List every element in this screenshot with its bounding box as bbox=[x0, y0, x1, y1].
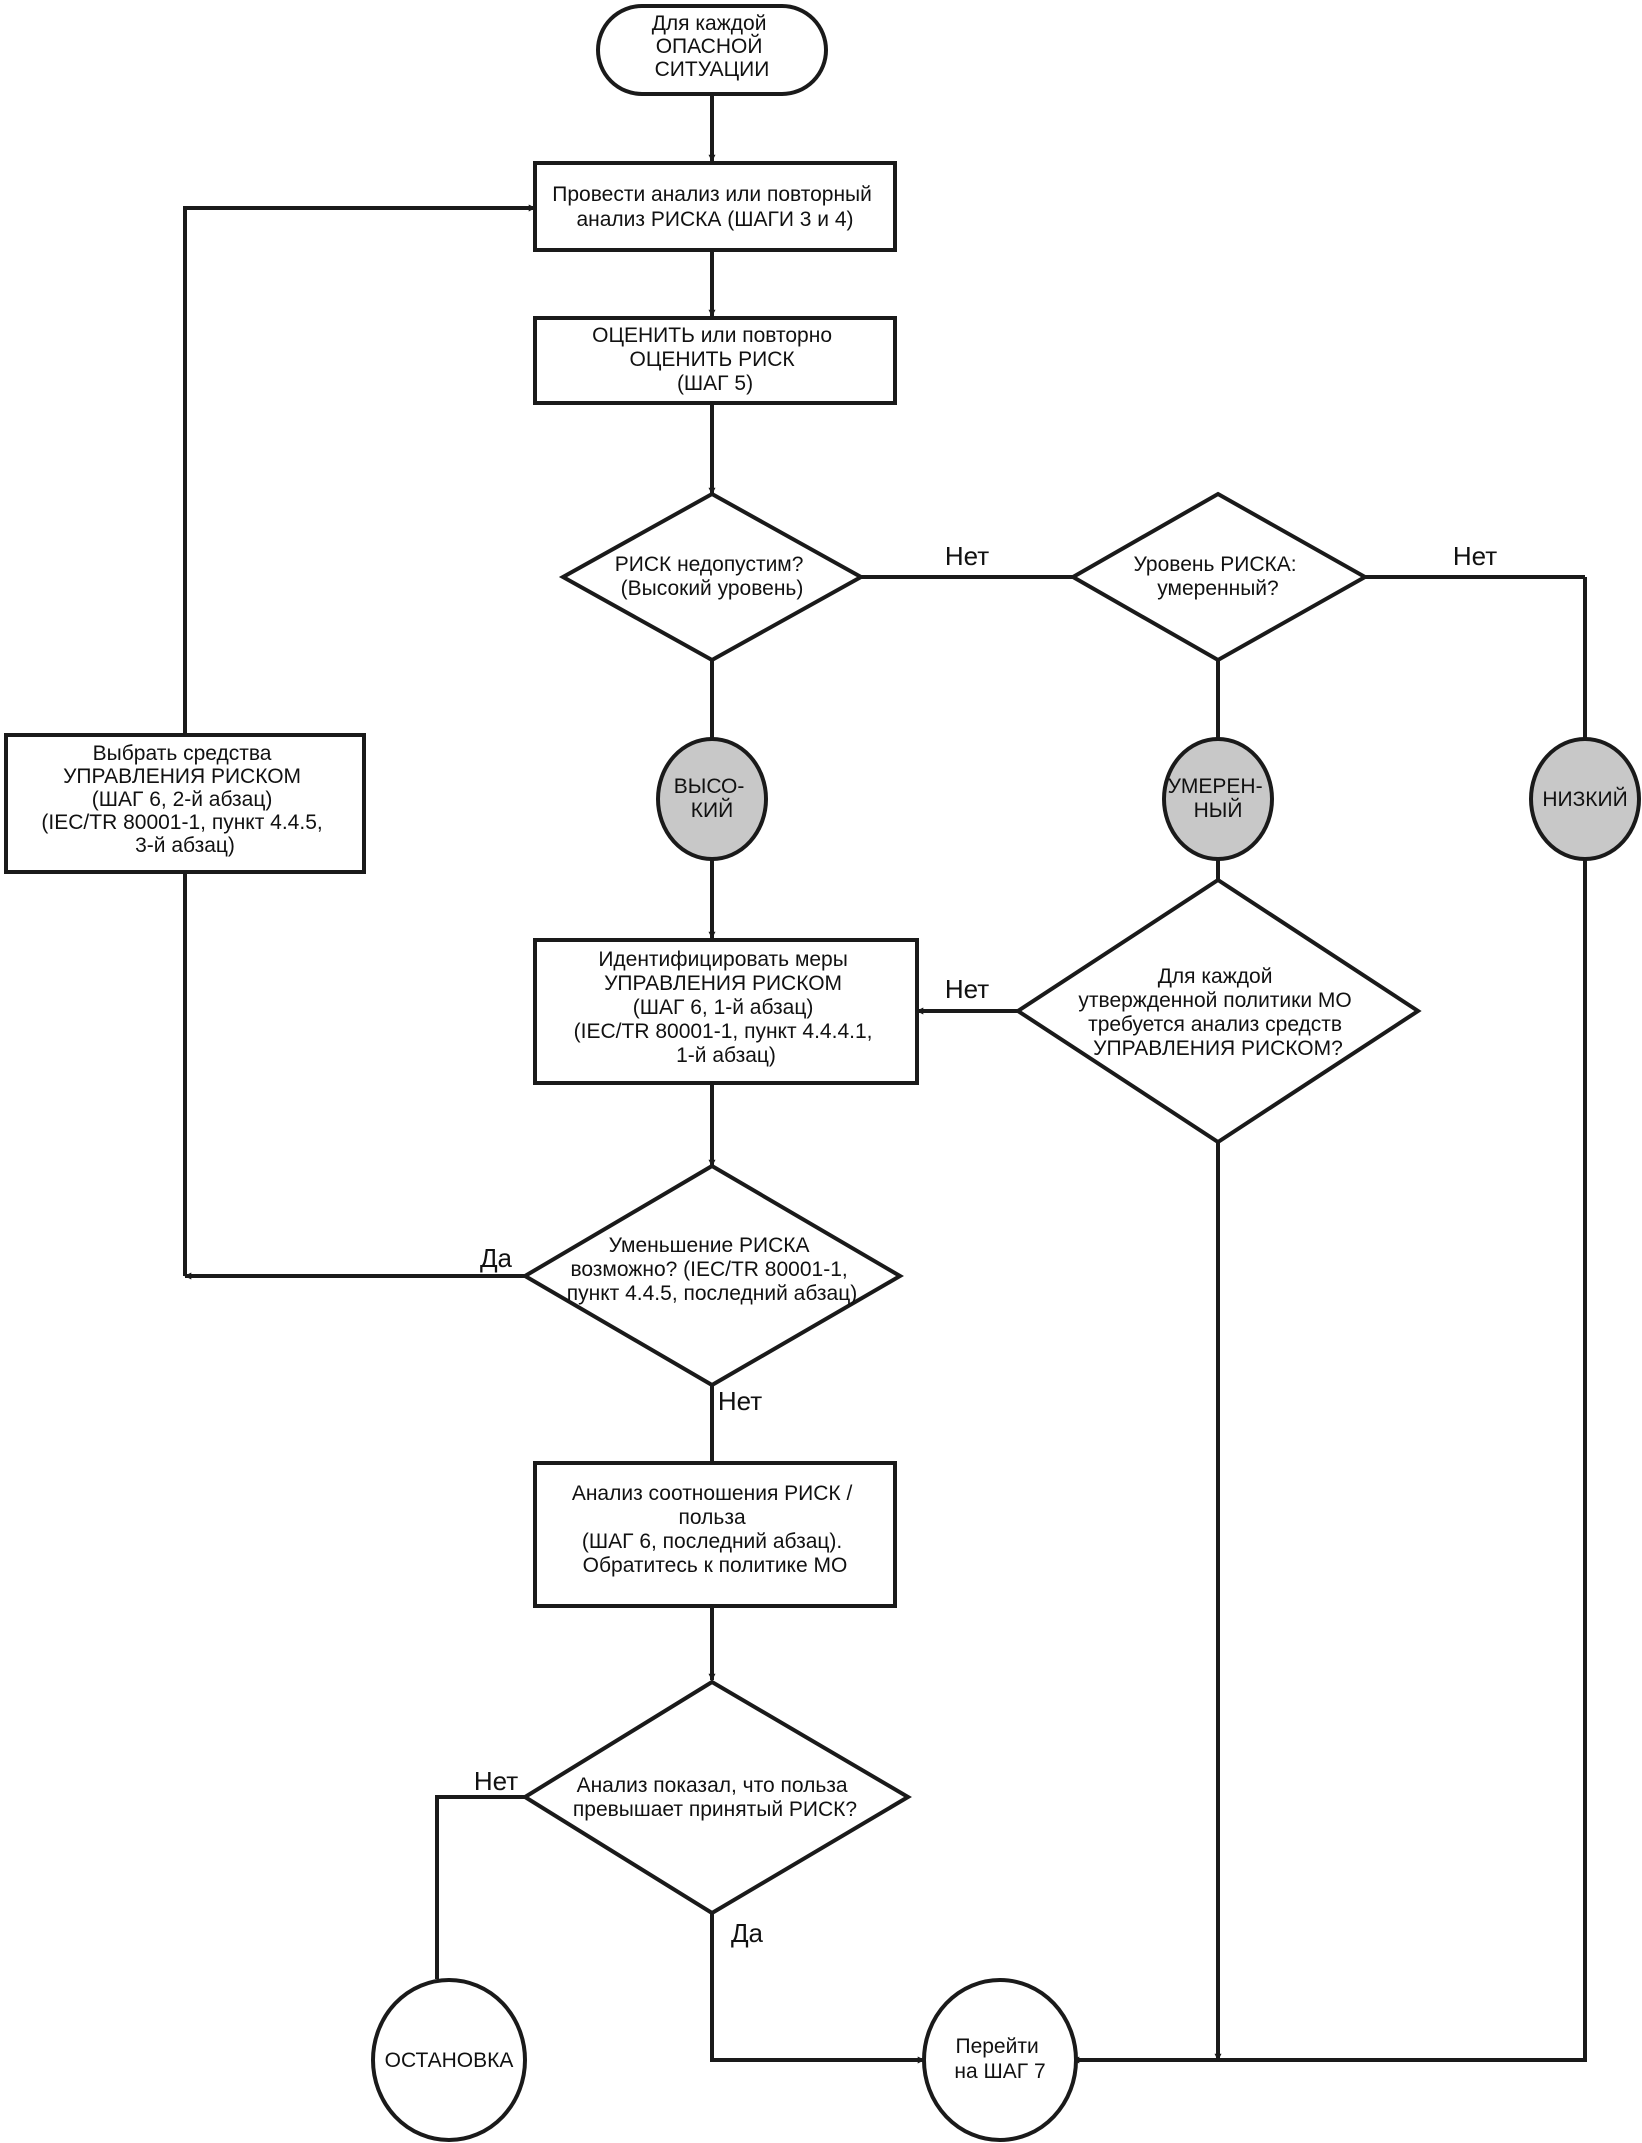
select-means-line: 3-й абзац) bbox=[135, 834, 235, 857]
identify-box bbox=[533, 938, 919, 1085]
policy-line: Для каждой bbox=[1158, 965, 1273, 988]
goto7-line: на ШАГ 7 bbox=[954, 2060, 1045, 2083]
analyze-line: анализ РИСКА (ШАГИ 3 и 4) bbox=[576, 208, 853, 231]
start-line: ОПАСНОЙ bbox=[656, 34, 763, 58]
select-means-line: УПРАВЛЕНИЯ РИСКОМ bbox=[63, 765, 301, 788]
evaluate-line: ОЦЕНИТЬ РИСК bbox=[630, 348, 796, 371]
edge-low-goto7 bbox=[1072, 859, 1587, 2064]
moderate-text: УМЕРЕН- НЫЙ bbox=[1168, 775, 1269, 822]
select-means-line: (ШАГ 6, 2-й абзац) bbox=[92, 788, 273, 811]
label-no-moderate: Нет bbox=[1453, 541, 1497, 571]
policy-line: УПРАВЛЕНИЯ РИСКОМ? bbox=[1093, 1037, 1343, 1060]
identify-line: (IEC/TR 80001-1, пункт 4.4.4.1, bbox=[574, 1020, 873, 1043]
label-no-unacceptable: Нет bbox=[945, 541, 989, 571]
start-line: Для каждой bbox=[652, 12, 767, 35]
reduce-line: возможно? (IEC/TR 80001-1, bbox=[570, 1258, 847, 1281]
label-no-policy: Нет bbox=[945, 974, 989, 1004]
identify-line: УПРАВЛЕНИЯ РИСКОМ bbox=[604, 972, 842, 995]
identify-line: (ШАГ 6, 1-й абзац) bbox=[633, 996, 814, 1019]
moderate-line: УМЕРЕН- bbox=[1168, 775, 1263, 798]
benefit-analysis-line: польза bbox=[679, 1506, 746, 1529]
moderate-q-line: Уровень РИСКА: bbox=[1134, 553, 1297, 576]
unacceptable-line: РИСК недопустим? bbox=[615, 553, 804, 576]
select-means-line: (IEC/TR 80001-1, пункт 4.4.5, bbox=[41, 811, 322, 834]
high-terminal bbox=[656, 737, 768, 861]
moderate-terminal bbox=[1162, 737, 1274, 861]
start-line: СИТУАЦИИ bbox=[655, 58, 770, 81]
reduce-line: пункт 4.4.5, последний абзац) bbox=[567, 1282, 857, 1305]
low-text: НИЗКИЙ bbox=[1542, 787, 1627, 811]
reduce-line: Уменьшение РИСКА bbox=[609, 1234, 810, 1257]
benefit-decision bbox=[521, 1679, 912, 1916]
benefit-q-text: Анализ показал, что польза превышает при… bbox=[573, 1774, 857, 1821]
identify-text: Идентифицировать меры УПРАВЛЕНИЯ РИСКОМ … bbox=[574, 948, 879, 1067]
edge-benefitq-goto7 bbox=[710, 1913, 925, 2064]
benefit-analysis-box bbox=[533, 1461, 897, 1608]
policy-line: утвержденной политики МО bbox=[1078, 989, 1351, 1012]
label-yes-reduce: Да bbox=[480, 1243, 513, 1273]
unacceptable-text: РИСК недопустим? (Высокий уровень) bbox=[615, 553, 810, 600]
high-line: ВЫСО- bbox=[674, 775, 745, 798]
unacceptable-line: (Высокий уровень) bbox=[621, 577, 804, 600]
start-text: Для каждой ОПАСНОЙ СИТУАЦИИ bbox=[652, 12, 773, 81]
evaluate-line: ОЦЕНИТЬ или повторно bbox=[592, 324, 832, 347]
edge-benefitq-stop bbox=[435, 1795, 525, 1979]
select-means-line: Выбрать средства bbox=[93, 742, 272, 765]
analyze-line: Провести анализ или повторный bbox=[552, 183, 872, 206]
benefit-analysis-line: (ШАГ 6, последний абзац). bbox=[582, 1530, 842, 1553]
analyze-text: Провести анализ или повторный анализ РИС… bbox=[552, 183, 877, 231]
benefit-analysis-text: Анализ соотношения РИСК / польза (ШАГ 6,… bbox=[572, 1482, 858, 1577]
stop-text: ОСТАНОВКА bbox=[385, 2049, 514, 2072]
identify-line: Идентифицировать меры bbox=[598, 948, 848, 971]
evaluate-text: ОЦЕНИТЬ или повторно ОЦЕНИТЬ РИСК (ШАГ 5… bbox=[592, 324, 838, 395]
evaluate-box bbox=[533, 316, 897, 405]
high-text: ВЫСО- КИЙ bbox=[674, 775, 750, 822]
start-terminal bbox=[596, 4, 828, 96]
reduce-text: Уменьшение РИСКА возможно? (IEC/TR 80001… bbox=[567, 1234, 857, 1305]
low-terminal bbox=[1529, 737, 1641, 861]
reduce-decision bbox=[521, 1163, 904, 1388]
goto7-line: Перейти bbox=[955, 2035, 1038, 2058]
benefit-analysis-line: Анализ соотношения РИСК / bbox=[572, 1482, 853, 1505]
stop-terminal bbox=[371, 1978, 527, 2142]
identify-line: 1-й абзац) bbox=[676, 1044, 776, 1067]
moderate-q-text: Уровень РИСКА: умеренный? bbox=[1134, 553, 1303, 600]
low-line: НИЗКИЙ bbox=[1542, 787, 1627, 811]
moderate-level-decision bbox=[1068, 491, 1370, 663]
benefit-analysis-line: Обратитесь к политике МО bbox=[583, 1554, 848, 1577]
benefit-q-line: Анализ показал, что польза bbox=[577, 1774, 848, 1797]
goto-step7-terminal bbox=[922, 1978, 1078, 2142]
policy-decision bbox=[1014, 877, 1422, 1145]
select-means-box bbox=[4, 733, 366, 874]
goto7-text: Перейти на ШАГ 7 bbox=[954, 2035, 1045, 2083]
policy-text: Для каждой утвержденной политики МО треб… bbox=[1078, 965, 1357, 1060]
label-yes-benefit: Да bbox=[731, 1918, 764, 1948]
analyze-box bbox=[533, 161, 897, 252]
evaluate-line: (ШАГ 5) bbox=[677, 372, 753, 395]
policy-line: требуется анализ средств bbox=[1088, 1013, 1342, 1036]
stop-line: ОСТАНОВКА bbox=[385, 2049, 514, 2072]
edge-select-analyze bbox=[183, 204, 536, 872]
benefit-q-line: превышает принятый РИСК? bbox=[573, 1798, 857, 1821]
select-means-text: Выбрать средства УПРАВЛЕНИЯ РИСКОМ (ШАГ … bbox=[41, 742, 328, 857]
label-no-reduce: Нет bbox=[718, 1386, 762, 1416]
moderate-q-line: умеренный? bbox=[1157, 577, 1278, 600]
high-line: КИЙ bbox=[691, 798, 733, 822]
unacceptable-decision bbox=[558, 491, 866, 663]
label-no-benefit: Нет bbox=[474, 1766, 518, 1796]
moderate-line: НЫЙ bbox=[1194, 798, 1243, 822]
